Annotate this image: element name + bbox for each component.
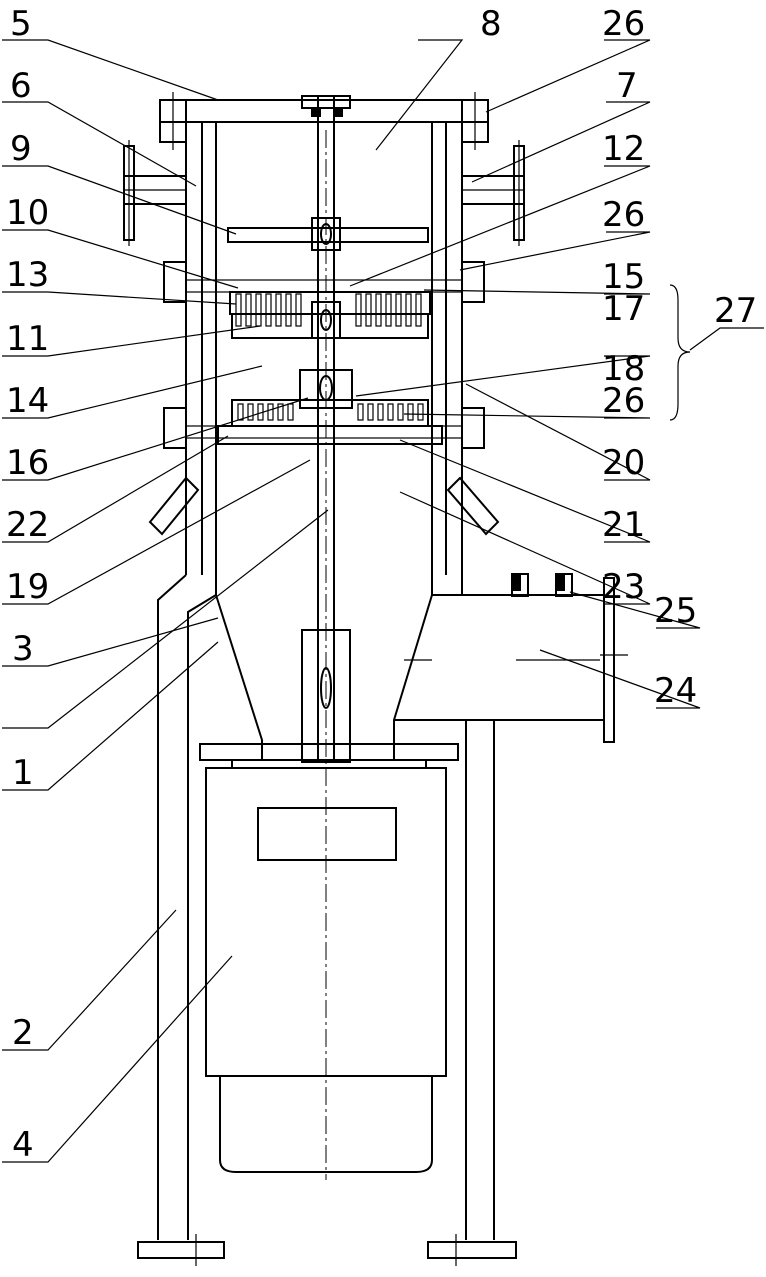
label-23: 23 — [602, 567, 645, 607]
disc-tooth — [276, 294, 281, 326]
disc-tooth — [396, 294, 401, 326]
disc-tooth — [398, 404, 403, 420]
disc-tooth — [368, 404, 373, 420]
label-5: 5 — [10, 4, 32, 44]
label-25: 25 — [654, 591, 697, 631]
label-24: 24 — [654, 671, 697, 711]
machine-body — [124, 92, 628, 1266]
support-legs — [138, 575, 516, 1266]
leader-lines — [2, 40, 764, 1162]
label-3: 3 — [12, 629, 34, 669]
label-14: 14 — [6, 381, 49, 421]
lower-disc-teeth — [238, 404, 423, 420]
disc-tooth — [406, 294, 411, 326]
disc-tooth — [408, 404, 413, 420]
cone-hopper — [216, 595, 262, 760]
label-11: 11 — [6, 319, 49, 359]
label-21: 21 — [602, 505, 645, 545]
disc-tooth — [248, 404, 253, 420]
disc-tooth — [388, 404, 393, 420]
disc-tooth — [366, 294, 371, 326]
disc-tooth — [286, 294, 291, 326]
label-26-mid: 26 — [602, 195, 645, 235]
label-7: 7 — [616, 66, 638, 106]
label-8: 8 — [480, 4, 502, 44]
disc-tooth — [416, 294, 421, 326]
disc-tooth — [386, 294, 391, 326]
disc-tooth — [418, 404, 423, 420]
top-cover — [186, 100, 462, 122]
label-19: 19 — [6, 567, 49, 607]
disc-tooth — [288, 404, 293, 420]
label-26-top: 26 — [602, 4, 645, 44]
part-labels: 5 8 26 6 7 9 12 10 26 13 15 27 11 17 14 … — [6, 4, 757, 1165]
disc-tooth — [246, 294, 251, 326]
disc-tooth — [356, 294, 361, 326]
label-20: 20 — [602, 443, 645, 483]
label-6: 6 — [10, 66, 32, 106]
disc-tooth — [266, 294, 271, 326]
label-1: 1 — [12, 753, 34, 793]
label-26-low: 26 — [602, 381, 645, 421]
label-10: 10 — [6, 193, 49, 233]
right-nozzle — [448, 478, 498, 534]
label-13: 13 — [6, 255, 49, 295]
label-4: 4 — [12, 1125, 34, 1165]
agitator-blade — [228, 228, 428, 242]
label-22: 22 — [6, 505, 49, 545]
disc-tooth — [236, 294, 241, 326]
disc-tooth — [376, 294, 381, 326]
label-9: 9 — [10, 129, 32, 169]
shell-walls — [186, 122, 462, 595]
motor-mount — [200, 744, 458, 768]
vents — [512, 574, 572, 596]
disc-tooth — [256, 294, 261, 326]
disc-tooth — [378, 404, 383, 420]
cone-hopper-right — [394, 595, 432, 760]
label-12: 12 — [602, 129, 645, 169]
disc-tooth — [268, 404, 273, 420]
label-2: 2 — [12, 1013, 34, 1053]
disc-tooth — [296, 294, 301, 326]
disc-tooth — [238, 404, 243, 420]
label-16: 16 — [6, 443, 49, 483]
disc-tooth — [358, 404, 363, 420]
side-flanges — [124, 140, 524, 246]
label-27: 27 — [714, 291, 757, 331]
label-17: 17 — [602, 289, 645, 329]
